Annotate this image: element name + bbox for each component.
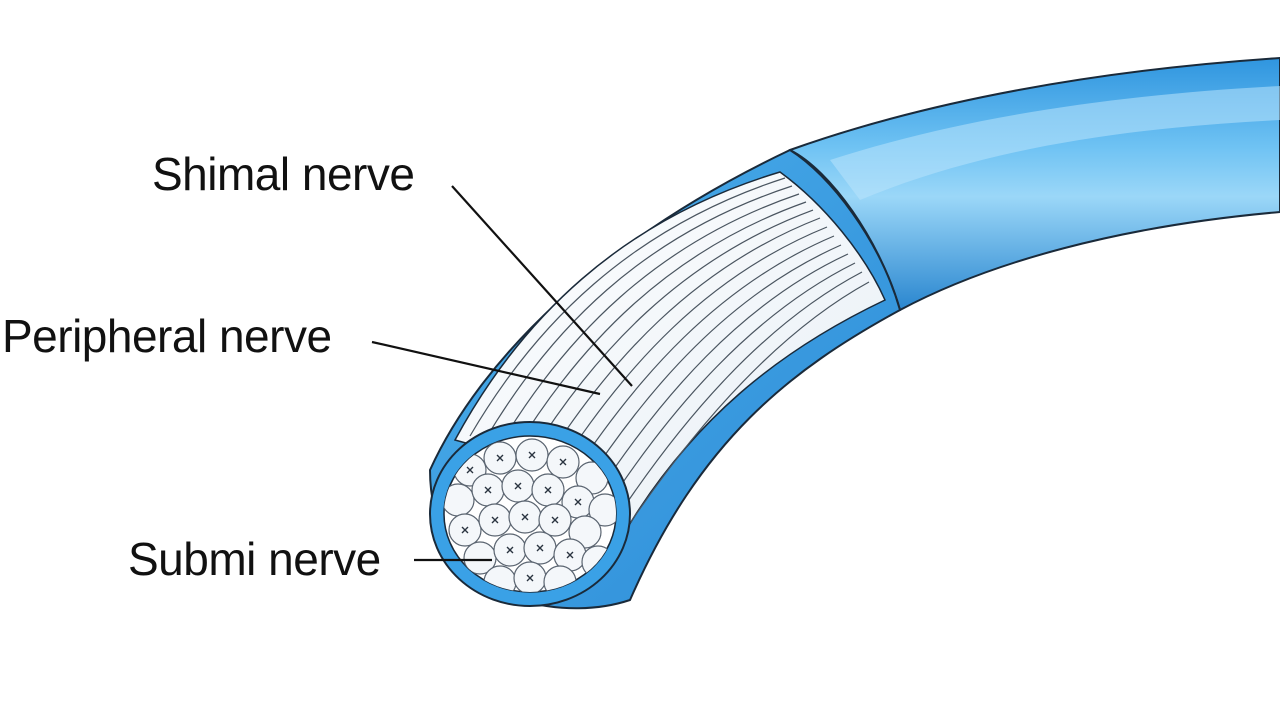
leader-lines bbox=[371, 185, 633, 562]
fiber-lines bbox=[469, 177, 870, 539]
leader-shimal bbox=[451, 185, 633, 387]
fascicle-marks bbox=[461, 451, 582, 582]
leader-peripheral bbox=[371, 340, 601, 396]
label-peripheral-nerve: Peripheral nerve bbox=[2, 310, 332, 362]
label-shimal-nerve: Shimal nerve bbox=[152, 148, 415, 200]
nerve-sheath-highlight bbox=[830, 86, 1280, 200]
label-submi-nerve: Submi nerve bbox=[128, 533, 381, 585]
